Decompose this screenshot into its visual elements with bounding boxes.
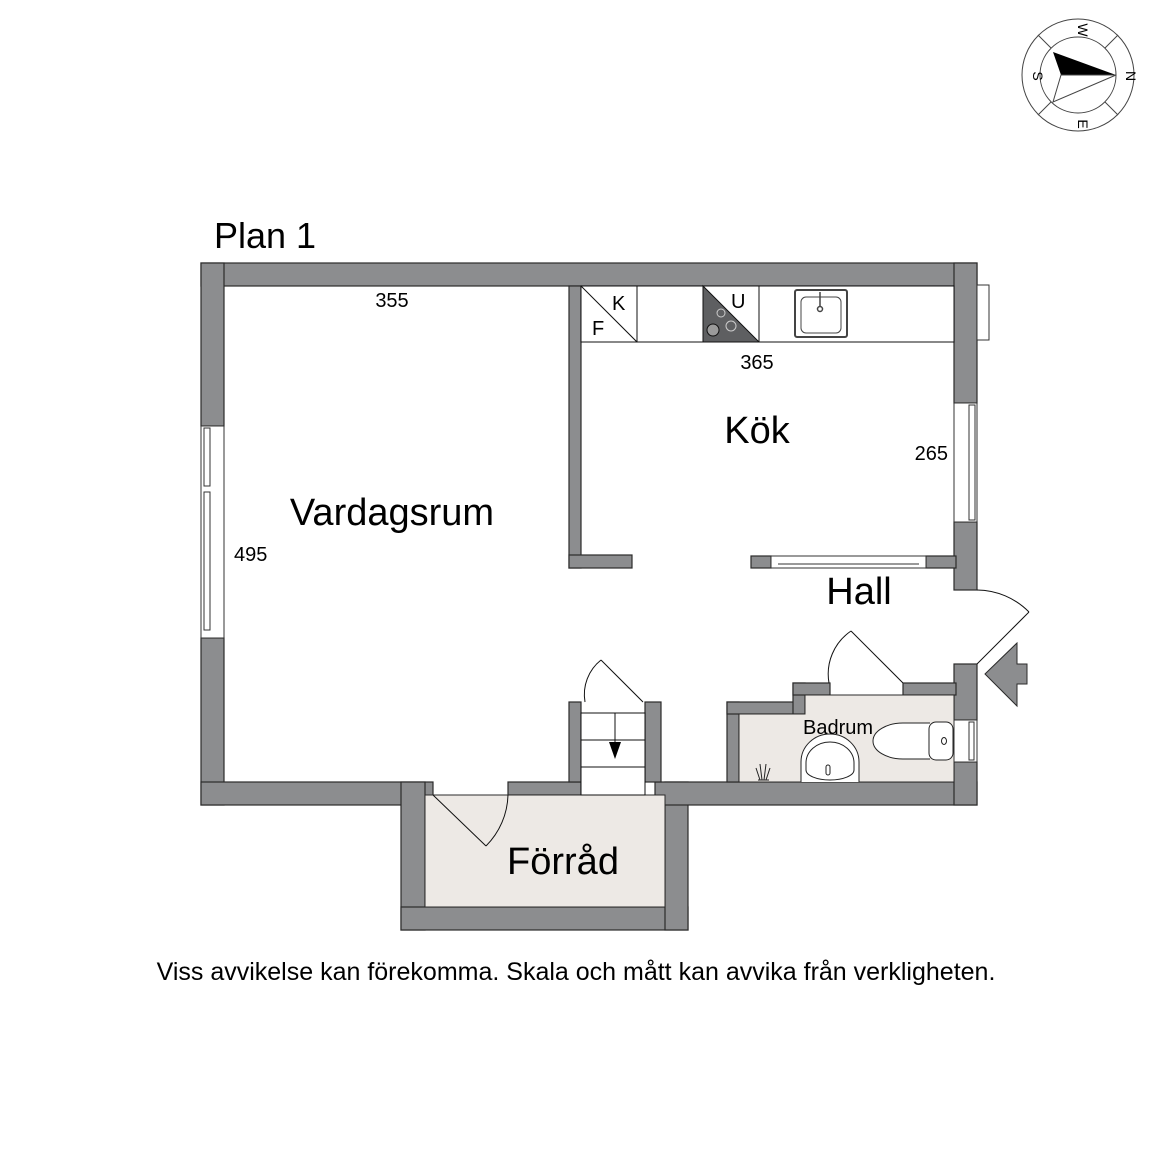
kitchen-depth-dimension: 265: [915, 443, 948, 465]
stair-door[interactable]: [583, 659, 644, 703]
compass-north-label: N: [1123, 71, 1139, 81]
stove-oven: U: [702, 284, 761, 343]
kitchen-window: [953, 402, 978, 523]
entrance-door[interactable]: [976, 589, 1030, 665]
fridge-label: F: [592, 318, 604, 340]
exterior-walls: [200, 262, 978, 931]
fridge-freezer: K F: [580, 285, 638, 343]
compass-rose: N S E W: [1021, 18, 1139, 132]
bathroom-label: Badrum: [803, 717, 873, 739]
oven-label: U: [731, 291, 745, 313]
bathroom-window: [953, 719, 978, 763]
stair-direction-arrow-icon: [609, 742, 621, 759]
storage-door[interactable]: [432, 794, 509, 847]
living-room-label: Vardagsrum: [290, 492, 494, 534]
staircase: [580, 712, 646, 796]
compass-needle-south: [1052, 74, 1117, 103]
kitchen-width-dimension: 365: [740, 352, 773, 374]
compass-west-label: W: [1075, 23, 1091, 37]
living-room-depth-dimension: 495: [234, 544, 267, 566]
kitchen-counter: K F U: [580, 284, 955, 343]
kitchen-label: Kök: [724, 410, 790, 452]
washbasin-icon: [800, 733, 860, 782]
compass-east-label: E: [1075, 119, 1091, 128]
hall-interior-window: [770, 555, 927, 569]
stove-burner: [716, 308, 726, 318]
bathroom-door[interactable]: [827, 630, 904, 684]
disclaimer-text: Viss avvikelse kan förekomma. Skala och …: [157, 958, 996, 986]
living-room-window: [200, 425, 225, 639]
toilet-icon: [872, 721, 954, 761]
storage-label: Förråd: [507, 841, 619, 883]
stove-burner: [725, 320, 737, 332]
storage-floor: [424, 794, 666, 908]
floor-drain-icon: [755, 763, 771, 781]
living-room-width-dimension: 355: [375, 290, 408, 312]
interior-walls: [568, 285, 957, 783]
compass-south-label: S: [1030, 71, 1046, 80]
plan-title: Plan 1: [214, 215, 316, 256]
stove-burner: [706, 323, 720, 337]
freezer-label: K: [612, 293, 626, 315]
compass-needle-north: [1053, 52, 1116, 75]
hall-label: Hall: [826, 571, 891, 613]
entrance-arrow-icon: [984, 641, 1028, 708]
kitchen-sink-icon: [794, 289, 848, 338]
exterior-vent: [976, 284, 990, 341]
